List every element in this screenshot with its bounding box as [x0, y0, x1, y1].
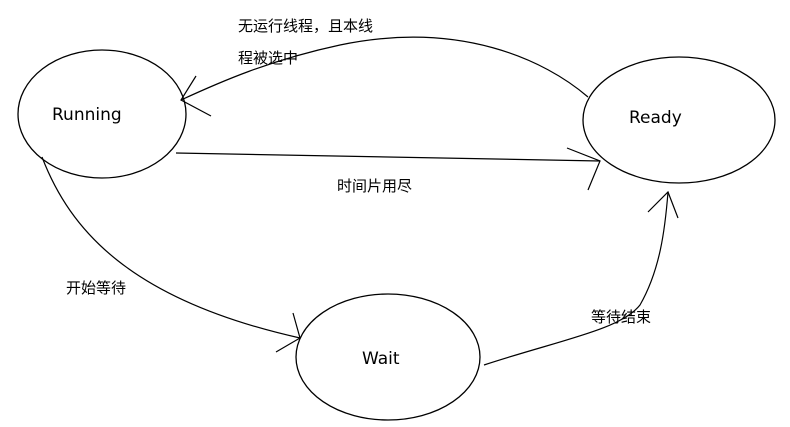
edge-label-wait-to-ready: 等待结束: [591, 308, 652, 326]
node-label-ready: Ready: [629, 108, 682, 128]
node-label-running: Running: [52, 105, 122, 125]
arrowhead-running-to-ready: [566, 147, 601, 191]
arrowhead-wait-to-ready: [647, 190, 679, 219]
node-label-wait: Wait: [362, 349, 400, 369]
edge-label-running-to-wait: 开始等待: [66, 279, 127, 297]
node-running: [17, 49, 187, 179]
arrowhead-ready-to-running: [180, 75, 212, 117]
node-ready: [582, 56, 776, 184]
edge-running-to-ready: [175, 152, 601, 162]
node-wait: [295, 293, 481, 421]
edge-label-running-to-ready: 时间片用尽: [337, 177, 413, 195]
edge-running-to-wait: [41, 156, 301, 339]
edge-label-ready-to-running-line1: 无运行线程，且本线: [238, 17, 374, 35]
edge-wait-to-ready: [483, 191, 669, 366]
edge-label-ready-to-running-line2: 程被选中: [238, 49, 299, 67]
arrowhead-running-to-wait: [275, 312, 301, 353]
edge-ready-to-running: [180, 36, 589, 101]
